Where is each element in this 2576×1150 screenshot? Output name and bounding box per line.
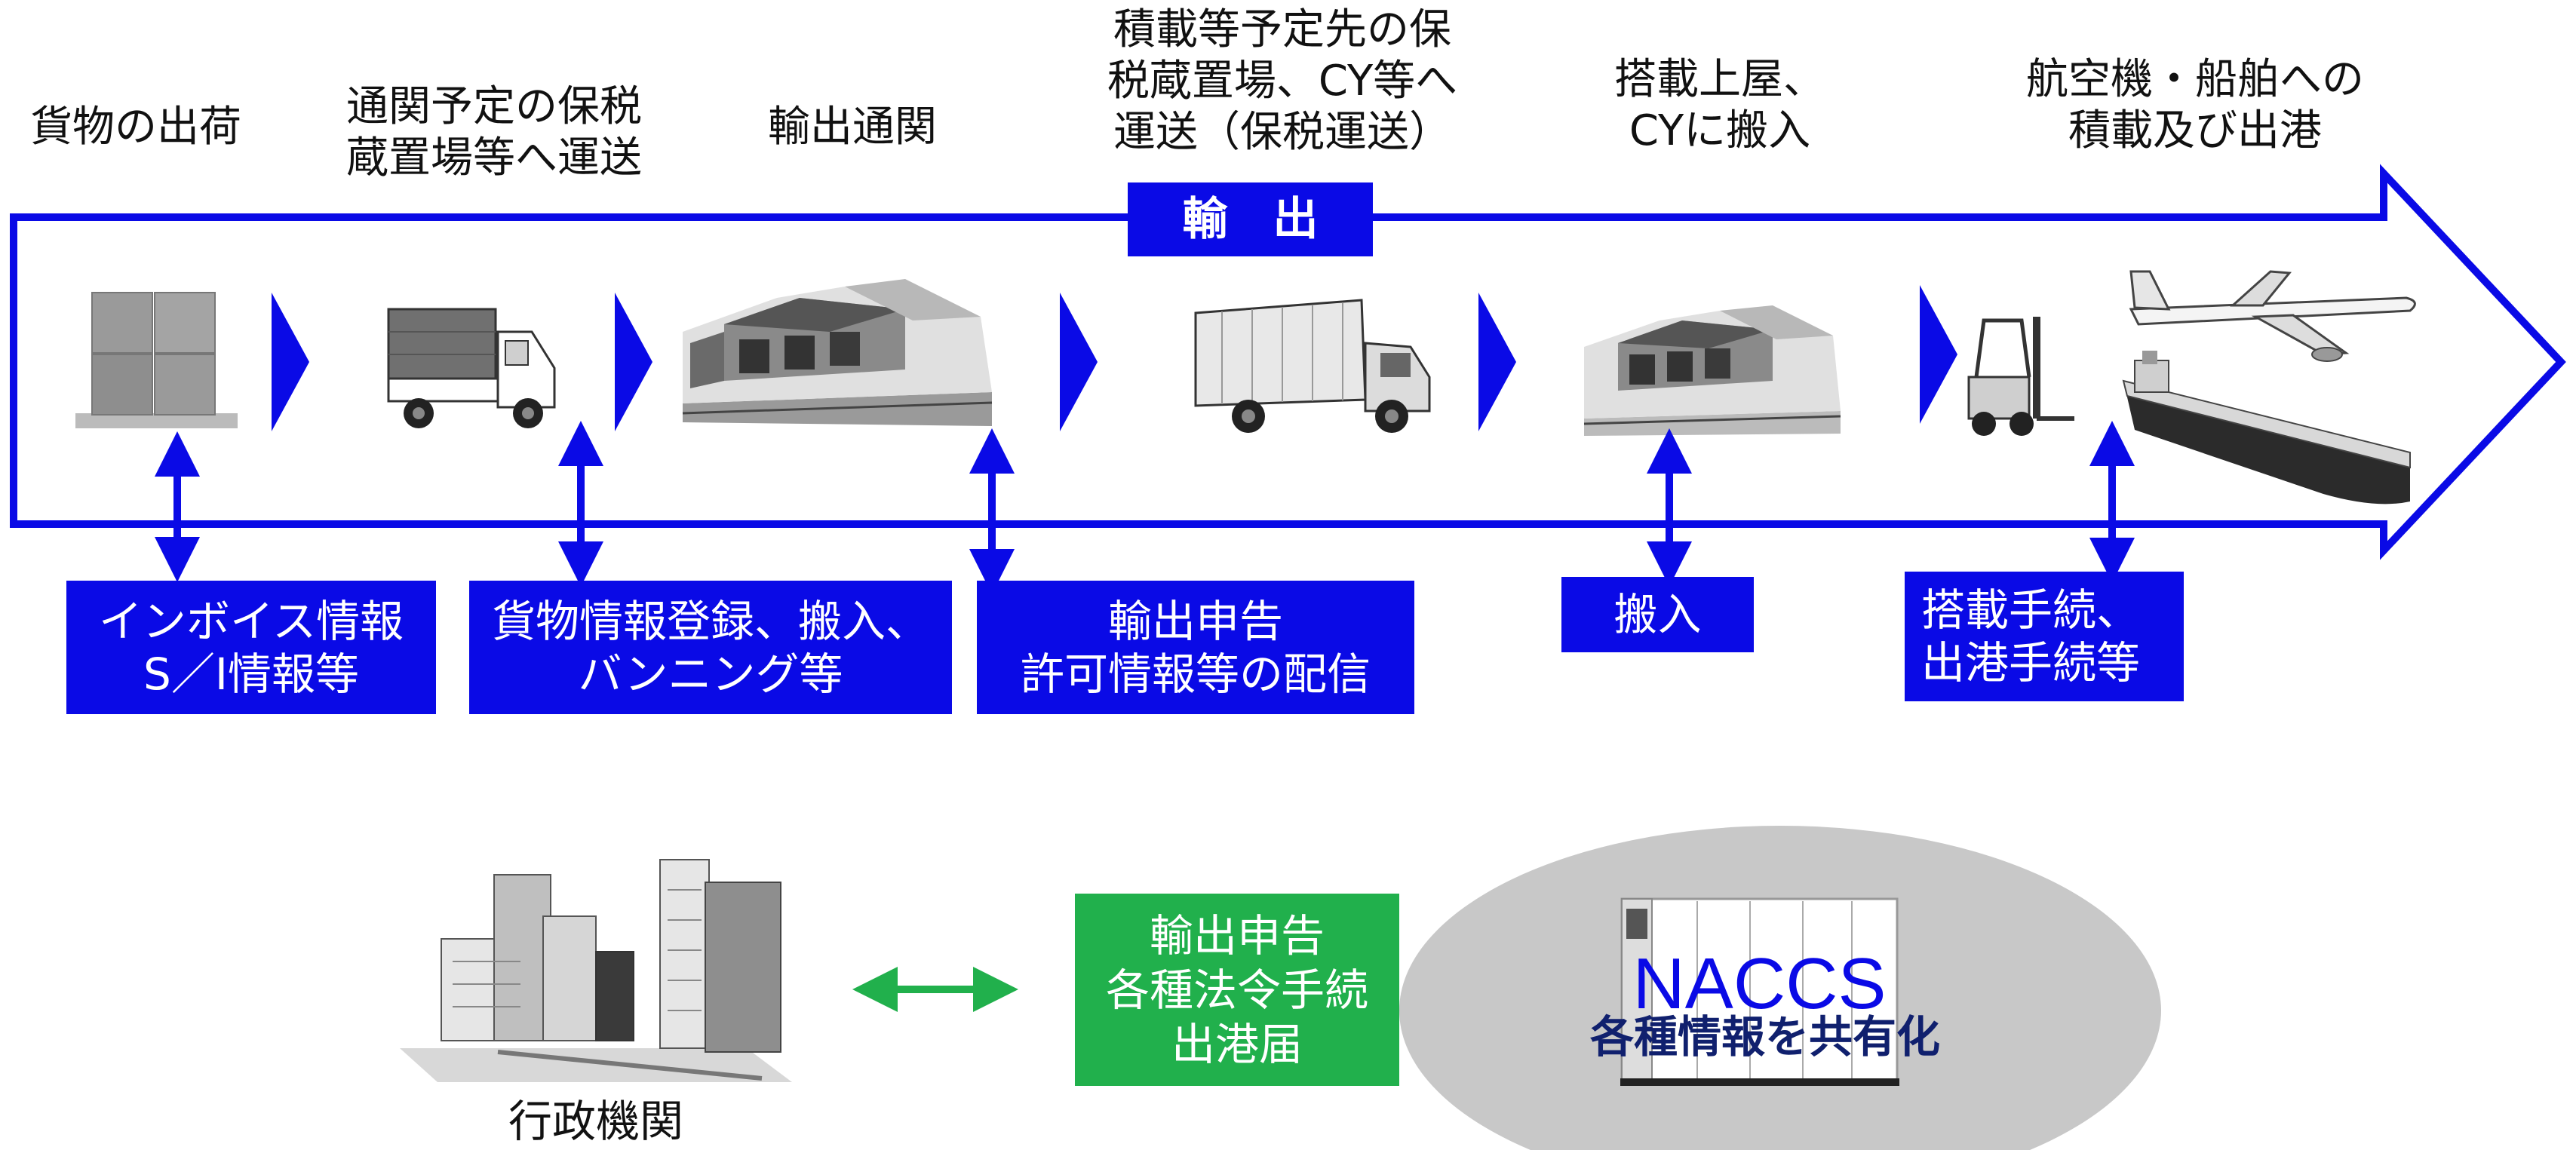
chevron-icon: [1920, 285, 1957, 424]
chevron-icon: [615, 293, 652, 431]
small-truck-icon: [387, 308, 556, 428]
box-truck-icon: [1194, 299, 1431, 433]
info-label-cargo-registration: 貨物情報登録、搬入、 バンニング等: [469, 581, 952, 714]
cargo-ship-icon: [2122, 351, 2411, 504]
naccs-name: NACCS: [1632, 943, 1887, 1024]
step-title-export-clearance: 輸出通関: [768, 103, 937, 152]
info-label-invoice: インボイス情報 S／I情報等: [66, 581, 436, 714]
info-label-loading-procedures: 搭載手続、 出港手続等: [1905, 572, 2184, 701]
chevron-icon: [1478, 293, 1516, 431]
government-buildings-icon: [400, 859, 792, 1082]
step-title-shipment: 貨物の出荷: [30, 103, 241, 152]
info-label-carry-in: 搬入: [1561, 577, 1754, 652]
step-title-loading-departure: 航空機・船舶への 積載及び出港: [2026, 55, 2364, 155]
step-title-transport-to-bonded-area: 通関予定の保税 蔵置場等へ運送: [346, 82, 642, 182]
step-title-carry-in: 搭載上屋、 CYに搬入: [1614, 55, 1825, 155]
naccs-caption: 各種情報を共有化: [1589, 1011, 1940, 1063]
export-banner: 輸 出: [1128, 182, 1373, 256]
chevron-icon: [272, 293, 309, 431]
government-label: 行政機関: [508, 1096, 683, 1147]
naccs-server-icon: [1620, 897, 1899, 1086]
procedures-box: 輸出申告 各種法令手続 出港届: [1075, 894, 1399, 1086]
info-label-export-declaration: 輸出申告 許可情報等の配信: [977, 581, 1414, 714]
cargo-boxes-icon: [75, 292, 238, 428]
chevron-icon: [1060, 293, 1098, 431]
loading-shed-icon: [1583, 305, 1841, 436]
step-title-bonded-transport: 積載等予定先の保 税蔵置場、CY等へ 運送（保税運送）: [1107, 5, 1458, 157]
forklift-icon: [1967, 317, 2074, 436]
bonded-warehouse-icon: [682, 279, 993, 426]
airplane-icon: [2129, 270, 2416, 362]
